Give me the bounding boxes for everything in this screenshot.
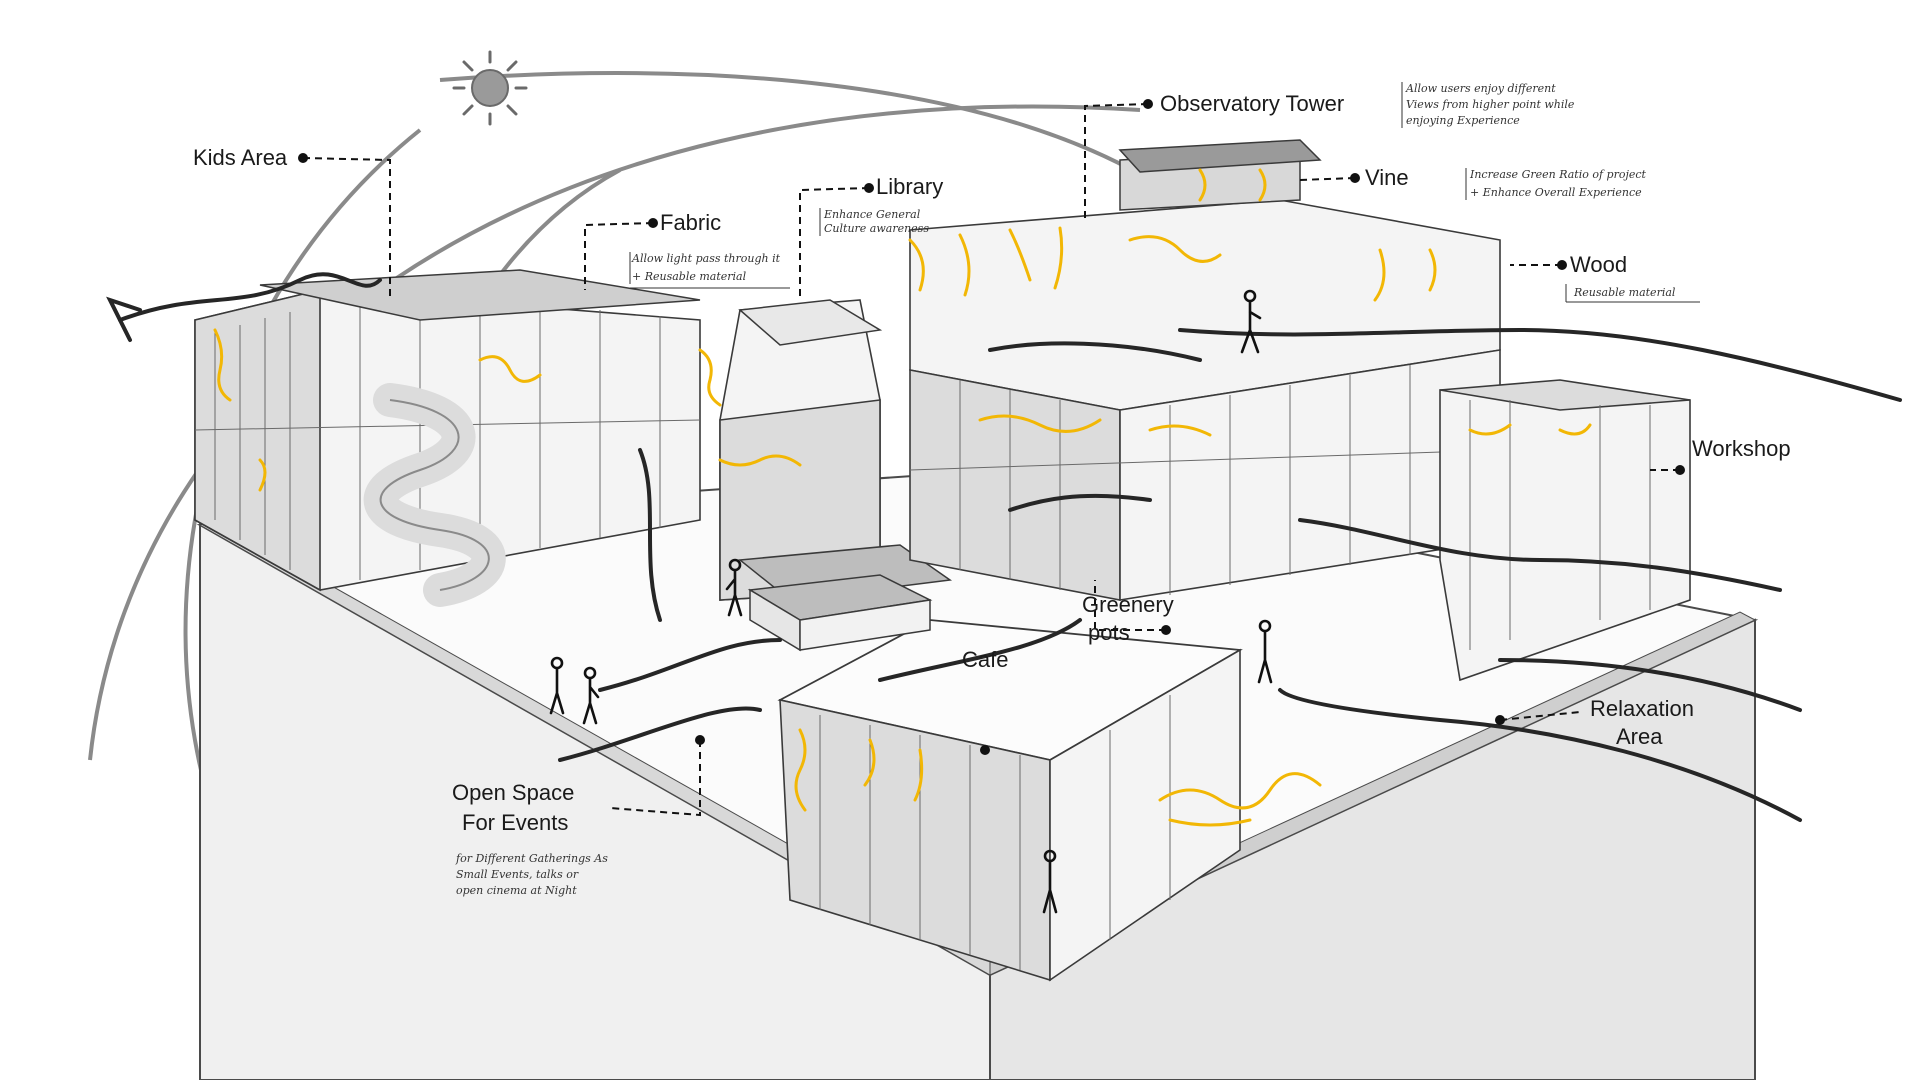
- label-library: Library: [876, 174, 943, 199]
- note-library-line1: Enhance General: [823, 208, 921, 221]
- labels: Kids Area Fabric Library Observatory Tow…: [193, 91, 1791, 835]
- note-vine-line1: Increase Green Ratio of project: [1469, 168, 1647, 181]
- note-fabric-line2: + Reusable material: [632, 270, 747, 283]
- wind-flow-lines: [106, 272, 1902, 822]
- greenery-pot: [747, 574, 933, 652]
- sun-path-arc: [439, 71, 1152, 182]
- person-figure: [1042, 849, 1058, 914]
- label-workshop: Workshop: [1692, 436, 1791, 461]
- label-wood: Wood: [1570, 252, 1627, 277]
- label-greenery-pots-line2: pots: [1088, 620, 1130, 645]
- label-kids-area: Kids Area: [193, 145, 288, 170]
- note-open-space-line2: Small Events, talks or: [456, 868, 579, 881]
- label-fabric: Fabric: [660, 210, 721, 235]
- leader-lines: [298, 99, 1685, 817]
- note-tower-line3: enjoying Experience: [1406, 114, 1520, 127]
- note-tower-line2: Views from higher point while: [1406, 98, 1575, 111]
- label-observatory-tower: Observatory Tower: [1160, 91, 1344, 116]
- people-figures: [549, 289, 1273, 914]
- note-vine-line2: + Enhance Overall Experience: [1470, 186, 1642, 199]
- cafe-structure: [777, 619, 1243, 982]
- note-fabric-line1: Allow light pass through it: [631, 252, 781, 265]
- notes: Allow light pass through it + Reusable m…: [455, 82, 1700, 897]
- label-cafe: Cafe: [962, 647, 1008, 672]
- kids-area-structure: [194, 269, 701, 607]
- note-library-line2: Culture awareness: [824, 222, 929, 235]
- person-figure: [1240, 289, 1262, 354]
- note-wood-line1: Reusable material: [1573, 286, 1676, 299]
- vine-accents: [213, 168, 1592, 827]
- person-figure: [582, 666, 600, 725]
- workshop-structure: [1439, 379, 1691, 682]
- label-relaxation-line2: Area: [1616, 724, 1663, 749]
- label-greenery-pots-line1: Greenery: [1082, 592, 1174, 617]
- person-figure: [1257, 619, 1273, 684]
- note-tower-line1: Allow users enjoy different: [1405, 82, 1556, 95]
- sun-icon: [452, 50, 528, 126]
- person-figure: [725, 558, 743, 617]
- observatory-tower-structure: [909, 139, 1501, 601]
- note-open-space-line3: open cinema at Night: [456, 884, 577, 897]
- note-open-space-line1: for Different Gatherings As: [455, 852, 608, 865]
- person-figure: [549, 656, 565, 715]
- label-vine: Vine: [1365, 165, 1409, 190]
- label-open-space-line2: For Events: [462, 810, 568, 835]
- label-relaxation-line1: Relaxation: [1590, 696, 1694, 721]
- roof-slab: [196, 468, 1759, 1080]
- label-open-space-line1: Open Space: [452, 780, 574, 805]
